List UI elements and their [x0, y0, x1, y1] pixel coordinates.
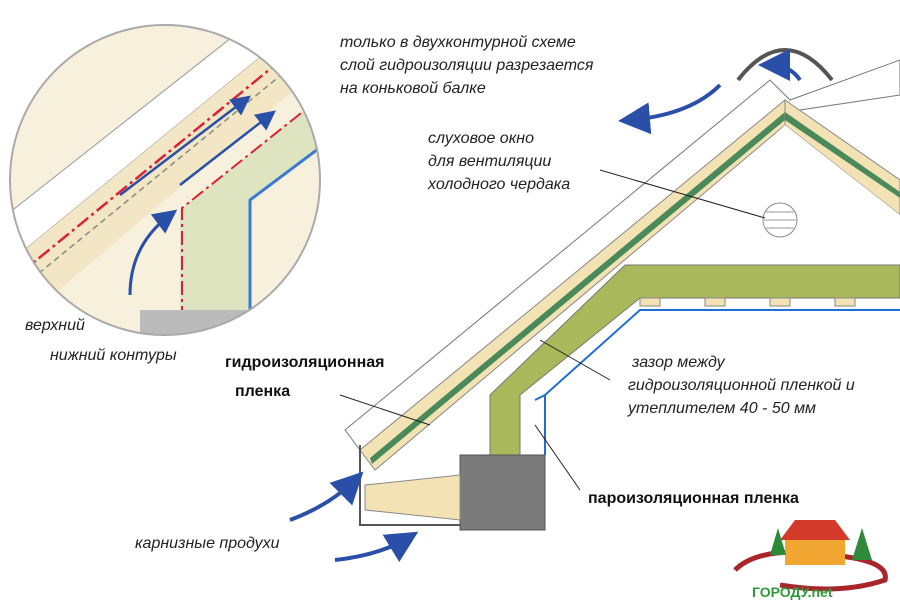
- top-note-line-3: на коньковой балке: [340, 80, 486, 97]
- dormer-line-2: для вентиляции: [428, 153, 551, 170]
- label-upper-contour: верхний: [25, 317, 85, 334]
- wall-block: [459, 454, 546, 531]
- label-lower-contour: нижний контуры: [50, 347, 177, 364]
- dormer-line-1: слуховое окно: [428, 130, 534, 147]
- gap-line-3: утеплителем 40 - 50 мм: [627, 400, 816, 417]
- magnifier-circle: [9, 24, 321, 336]
- logo-text: ГОРОДУ.net: [752, 584, 833, 600]
- label-waterproof-film-2: пленка: [235, 383, 290, 400]
- label-waterproof-film-1: гидроизоляционная: [225, 354, 384, 371]
- label-eaves-vents: карнизные продухи: [135, 535, 280, 552]
- site-logo: ГОРОДУ.net: [733, 520, 888, 600]
- dormer-line-3: холодного чердака: [427, 176, 570, 193]
- gap-line-2: гидроизоляционной пленкой и: [628, 377, 855, 394]
- leader-lines: [339, 169, 766, 491]
- label-top-note: только в двухконтурной схеме слой гидрои…: [340, 34, 594, 97]
- top-note-line-2: слой гидроизоляции разрезается: [340, 57, 594, 74]
- dormer-vent-icon: [762, 202, 798, 238]
- label-vapor-film: пароизоляционная пленка: [588, 490, 799, 507]
- magnified-detail: [10, 25, 320, 335]
- gap-line-1: зазор между: [631, 354, 726, 371]
- roof-section: [344, 48, 900, 531]
- label-gap: зазор между гидроизоляционной пленкой и …: [627, 354, 855, 417]
- airflow-arrows: [289, 49, 802, 563]
- top-note-line-1: только в двухконтурной схеме: [340, 34, 576, 51]
- label-dormer: слуховое окно для вентиляции холодного ч…: [427, 130, 570, 193]
